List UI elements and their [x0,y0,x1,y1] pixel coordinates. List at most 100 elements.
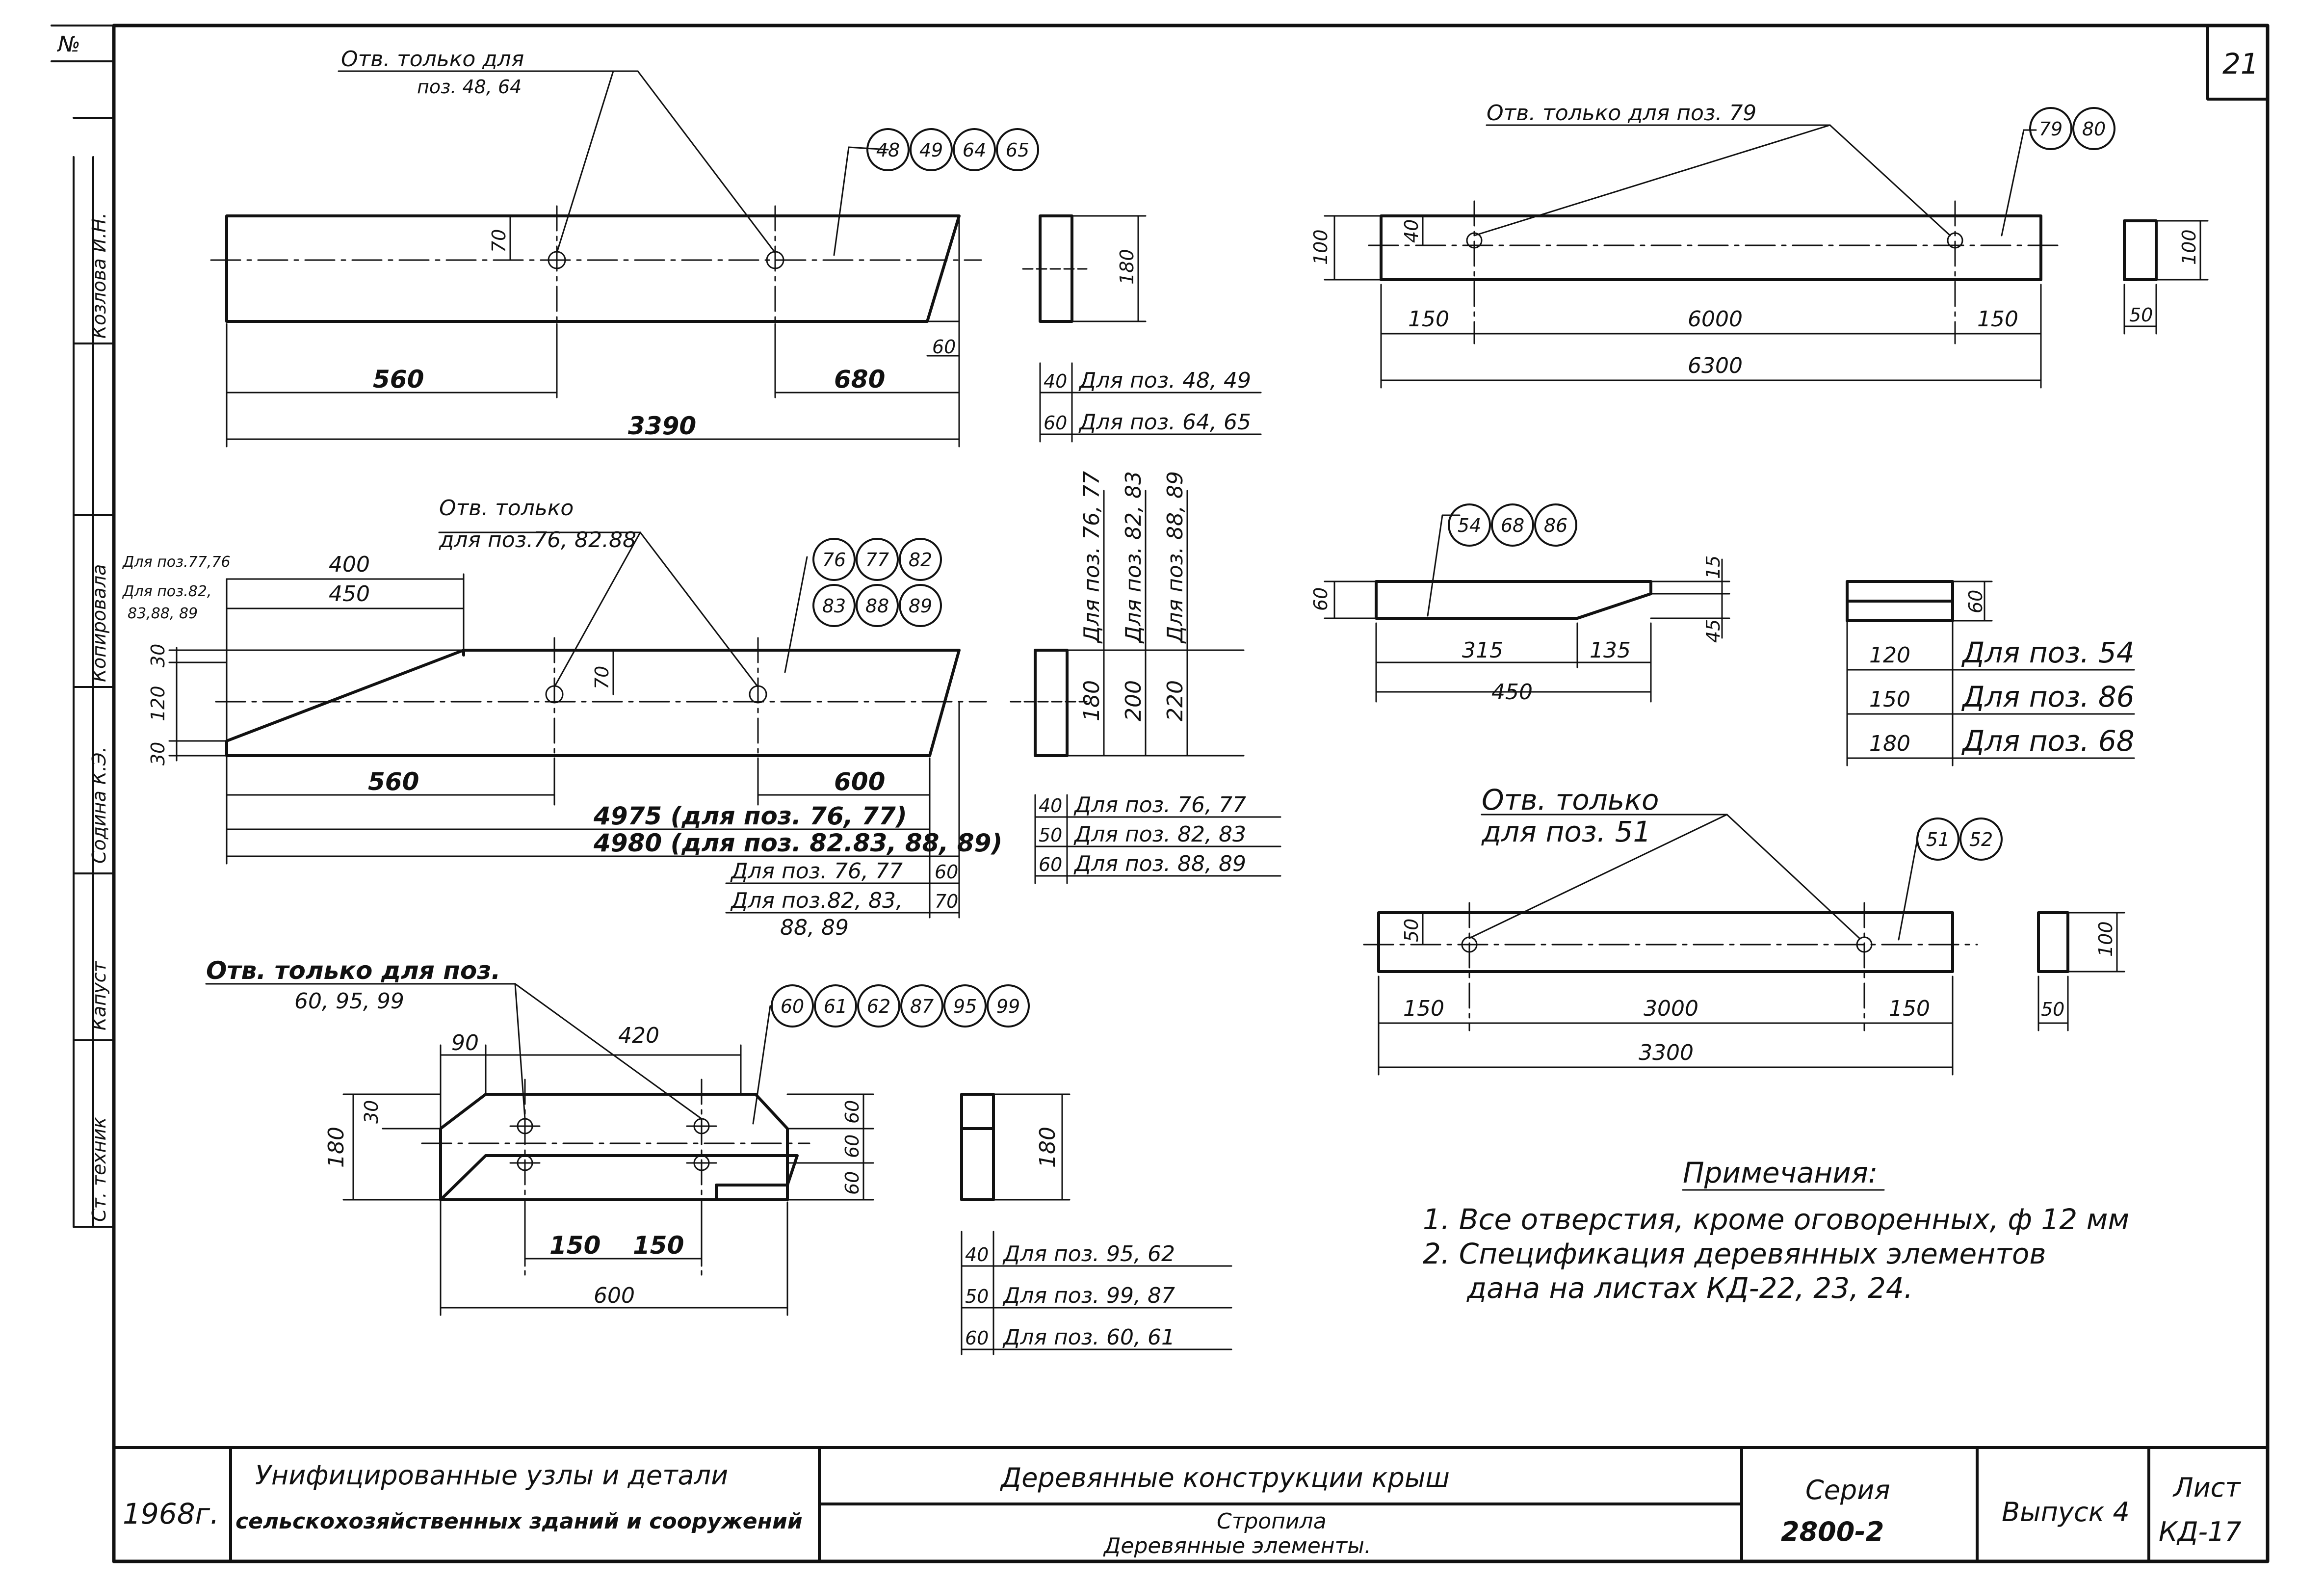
position-bubble-label: 54 [1458,515,1481,536]
el2-left-note-1: Для поз.77,76 [122,554,231,571]
element-3-section [960,1093,995,1201]
el4-section-width: 50 [2129,304,2153,326]
el5-table-w2: 150 [1869,687,1910,712]
position-bubble-label: 62 [867,996,890,1017]
title-sub-line1: Стропила [1217,1509,1327,1534]
sheet-frame [112,24,2270,1563]
el4-dim-150b: 150 [1977,307,2018,332]
el3-table-w2: 50 [965,1286,989,1307]
sheet-number-label: № [56,32,80,57]
position-bubble [910,128,953,171]
element-3-beam [439,1154,799,1201]
title-org-line2: сельскохозяйственных зданий и сооружений [235,1509,803,1534]
position-bubble [996,128,1039,171]
el3-dim-60a: 60 [841,1100,863,1124]
position-bubble-label: 61 [824,996,847,1017]
title-sheet-label: Лист [2172,1472,2241,1503]
el5-dim-135: 135 [1590,638,1631,663]
el1-dim-680: 680 [834,365,885,394]
el4-dim-40: 40 [1401,219,1422,243]
el1-hole-note-line1: Отв. только для [341,47,524,72]
el5-dim-315: 315 [1462,638,1503,663]
el2-left-note-2: Для поз.82, [122,583,211,600]
position-bubble [899,584,942,627]
stamp-role-technician: Ст. техник [88,1117,110,1222]
el6-dim-3300: 3300 [1639,1040,1694,1065]
el6-hole-note-line2: для поз. 51 [1481,815,1651,848]
el3-hole-note-line1: Отв. только для поз. [206,956,500,985]
page-number: 21 [2222,47,2259,80]
position-bubble-label: 80 [2082,118,2106,140]
el5-section-height: 60 [1965,590,1986,613]
el6-section-width: 50 [2041,999,2064,1020]
position-bubble [814,984,857,1028]
el2-tail-2-label: Для поз.82, 83, [730,888,903,913]
el3-dim-420: 420 [618,1023,659,1048]
position-bubble [2029,107,2072,150]
el5-dim-450: 450 [1491,680,1533,705]
el5-table-text3: Для поз. 68 [1961,724,2135,758]
left-stamp-text: Ст. техник Капуст Содина К.Э. Копировала… [88,212,110,1222]
el2-table-w2: 50 [1039,824,1062,846]
el3-table-w3: 60 [965,1327,989,1349]
el3-dim-150a: 150 [549,1231,601,1260]
position-bubble-label: 83 [822,595,846,617]
el2-table-text3: Для поз. 88, 89 [1073,851,1246,876]
position-bubble-label: 82 [909,549,932,571]
position-bubble-label: 88 [865,595,889,617]
el2-dim-450: 450 [329,581,370,606]
el6-hole-note-line1: Отв. только [1482,783,1659,817]
el4-dim-150a: 150 [1408,307,1449,332]
el2-hole-note-line1: Отв. только [439,496,574,521]
el1-table-text1: Для поз. 48, 49 [1078,368,1251,393]
el3-dim-60b: 60 [841,1134,863,1158]
page-number-box [2206,24,2269,101]
el1-table-text2: Для поз. 64, 65 [1078,410,1251,435]
el3-dim-600: 600 [594,1283,635,1308]
el2-tail-1-value: 60 [935,861,958,883]
el4-dim-6300: 6300 [1688,353,1743,378]
position-bubble [812,584,856,627]
title-series-label: Серия [1805,1475,1890,1505]
el2-dim-30b: 30 [147,742,169,765]
element-6-section [2037,911,2069,973]
el6-dim-150a: 150 [1403,996,1444,1021]
position-bubble-label: 77 [865,549,889,571]
position-bubble-label: 49 [919,139,943,161]
position-bubble [866,128,910,171]
el1-section-height: 180 [1116,249,1138,285]
el4-dim-6000: 6000 [1688,307,1743,332]
el5-dim-60: 60 [1310,587,1332,611]
position-bubble-label: 64 [963,139,986,161]
el2-table-w3: 60 [1039,854,1062,875]
position-bubble [2072,107,2115,150]
el2-dim-560: 560 [368,767,419,796]
position-bubble-label: 52 [1969,829,1993,850]
el5-table-text1: Для поз. 54 [1961,636,2135,669]
el2-overall-2: 4980 (для поз. 82.83, 88, 89) [593,829,1002,857]
el3-hole-note-line2: 60, 95, 99 [294,989,404,1014]
position-bubble [1959,817,2003,861]
el1-table-w1: 40 [1044,370,1067,392]
el5-table-w3: 180 [1869,731,1910,756]
element-4-beam [1380,214,2042,281]
stamp-name-kozlova: Козлова И.Н. [88,212,110,339]
el1-dim-560: 560 [373,365,424,394]
position-bubble [771,984,814,1028]
el3-table-text3: Для поз. 60, 61 [1002,1325,1175,1350]
el2-height-2: 200 [1121,680,1146,721]
el2-overall-1: 4975 (для поз. 76, 77) [593,802,907,830]
notes-item-1: 1. Все отверстия, кроме оговоренных, ф 1… [1423,1203,2129,1236]
title-year: 1968г. [123,1497,219,1530]
position-bubble-label: 95 [953,996,977,1017]
el2-tail-2-label-b: 88, 89 [780,915,849,940]
position-bubble [1448,503,1491,547]
el2-height-3: 220 [1163,680,1188,721]
el3-dim-90: 90 [451,1030,479,1055]
position-bubble-label: 68 [1501,515,1524,536]
el1-table-w2: 60 [1044,412,1067,434]
position-bubble [899,538,942,581]
el3-dim-30: 30 [361,1100,382,1124]
title-series-value: 2800-2 [1781,1516,1884,1547]
